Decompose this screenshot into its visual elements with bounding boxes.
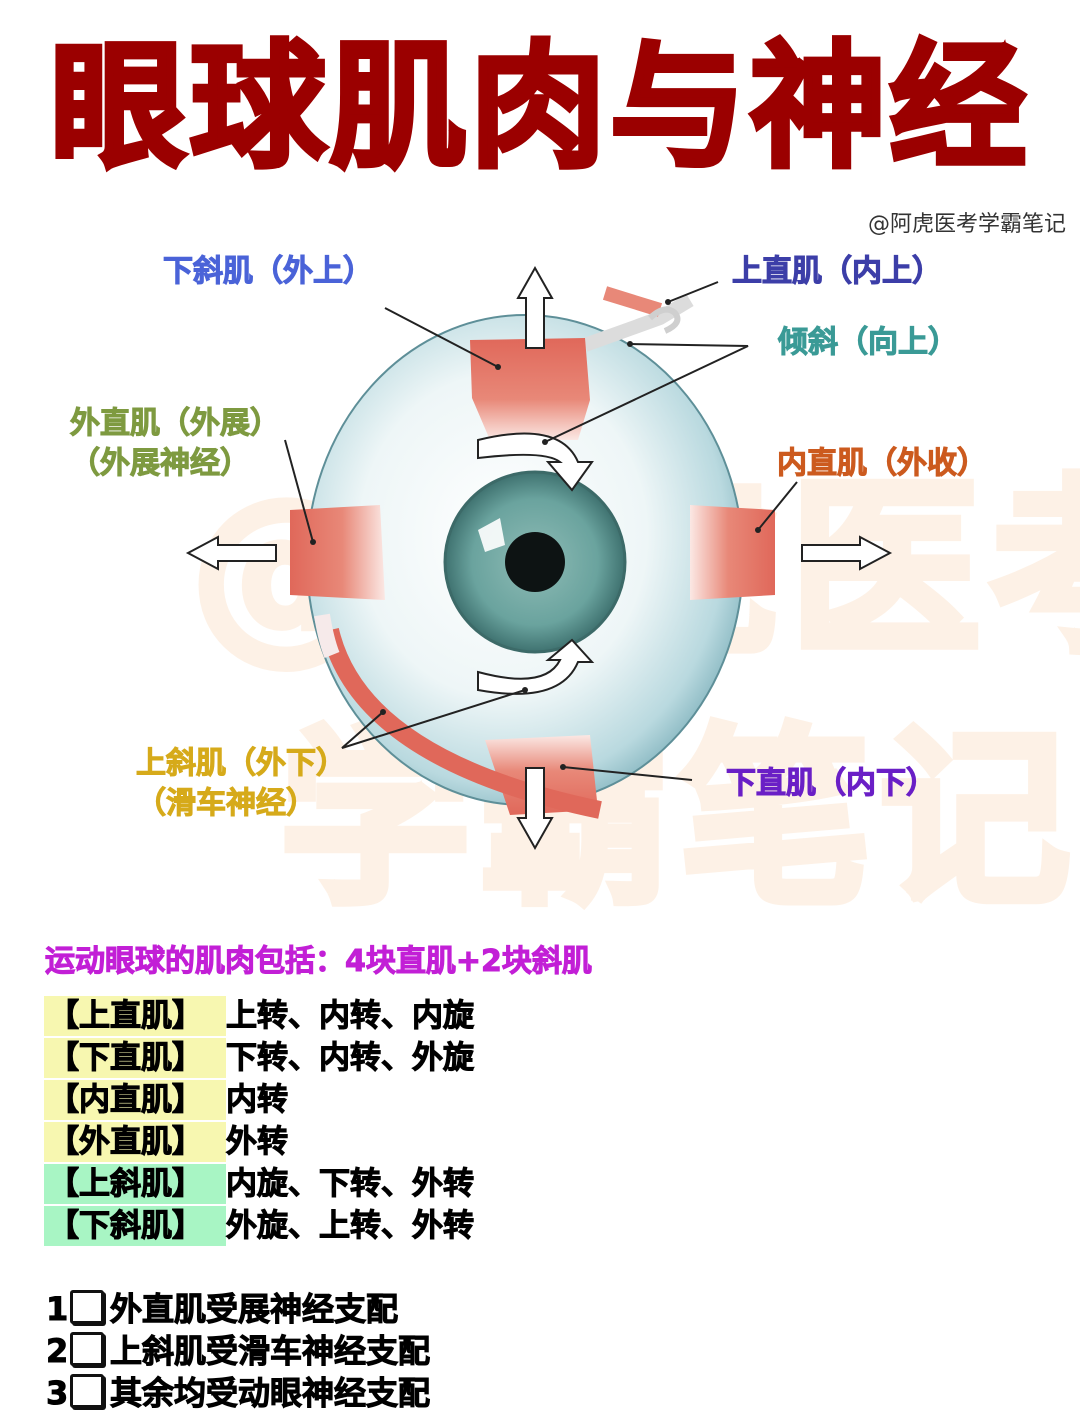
muscle-actions: 下转、内转、外旋 [226, 1040, 475, 1077]
muscle-name: 【外直肌】 [44, 1122, 226, 1162]
note-number: 1 [46, 1290, 69, 1329]
list-item: 【上直肌】上转、内转、内旋 [44, 996, 475, 1036]
checkbox-icon [70, 1332, 104, 1366]
arrow-up-icon [516, 265, 554, 349]
label-inferior-oblique: 下斜肌（外上） [163, 254, 374, 290]
note-number: 2 [46, 1332, 69, 1371]
arrow-left-icon [185, 535, 277, 571]
note-text: 外直肌受展神经支配 [109, 1290, 399, 1329]
label-superior-oblique: 上斜肌（外下） [136, 746, 347, 782]
muscle-actions: 外转 [226, 1124, 289, 1161]
muscle-name: 【下斜肌】 [44, 1206, 226, 1246]
muscle-actions: 上转、内转、内旋 [226, 998, 475, 1035]
page-title: 眼球肌肉与神经 [48, 27, 1030, 190]
note-item: 1 外直肌受展神经支配 [46, 1288, 399, 1330]
label-superior-oblique-nerve: （滑车神经） [136, 786, 317, 822]
label-superior-rectus: 上直肌（内上） [732, 254, 943, 290]
label-lateral-rectus: 外直肌（外展） [70, 406, 281, 442]
checkbox-icon [70, 1374, 104, 1408]
note-item: 3 其余均受动眼神经支配 [46, 1372, 431, 1414]
label-medial-rectus: 内直肌（外收） [777, 446, 988, 482]
list-item: 【外直肌】外转 [44, 1122, 289, 1162]
muscle-actions: 外旋、上转、外转 [226, 1208, 475, 1245]
list-item: 【上斜肌】内旋、下转、外转 [44, 1164, 475, 1204]
note-item: 2 上斜肌受滑车神经支配 [46, 1330, 431, 1372]
checkbox-icon [70, 1290, 104, 1324]
list-item: 【下直肌】下转、内转、外旋 [44, 1038, 475, 1078]
muscle-actions: 内转 [226, 1082, 289, 1119]
list-item: 【下斜肌】外旋、上转、外转 [44, 1206, 475, 1246]
muscle-name: 【上斜肌】 [44, 1164, 226, 1204]
author-credit: @阿虎医考学霸笔记 [867, 212, 1066, 237]
muscle-actions: 内旋、下转、外转 [226, 1166, 475, 1203]
arrow-right-icon [801, 535, 893, 571]
eyeball-diagram [185, 265, 893, 851]
label-lateral-rectus-nerve: （外展神经） [70, 446, 251, 482]
summary-heading: 运动眼球的肌肉包括：4块直肌+2块斜肌 [45, 944, 593, 980]
muscle-name: 【内直肌】 [44, 1080, 226, 1120]
muscle-name: 【上直肌】 [44, 996, 226, 1036]
note-text: 其余均受动眼神经支配 [109, 1374, 431, 1413]
note-number: 3 [46, 1374, 69, 1413]
arrow-down-icon [516, 767, 554, 851]
pupil [505, 532, 565, 592]
label-tilt-upward: 倾斜（向上） [778, 325, 959, 361]
label-inferior-rectus: 下直肌（内下） [726, 766, 937, 802]
note-text: 上斜肌受滑车神经支配 [109, 1332, 431, 1371]
muscle-name: 【下直肌】 [44, 1038, 226, 1078]
list-item: 【内直肌】内转 [44, 1080, 289, 1120]
